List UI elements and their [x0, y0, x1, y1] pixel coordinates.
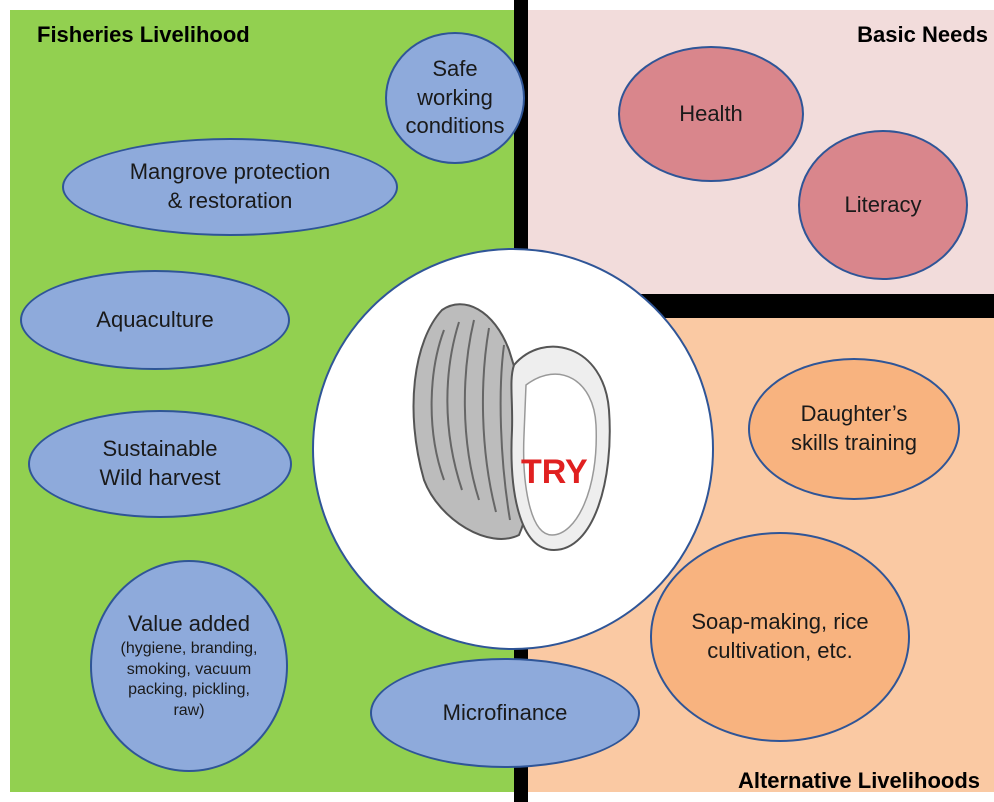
node-mangrove: Mangrove protection& restoration [62, 138, 398, 236]
basic-needs-title: Basic Needs [857, 22, 988, 47]
node-value-added: Value added (hygiene, branding, smoking,… [90, 560, 288, 772]
oyster-icon: TRY [412, 303, 611, 552]
node-health: Health [618, 46, 804, 182]
node-microfinance: Microfinance [370, 658, 640, 768]
try-logo-circle: TRY [312, 248, 714, 650]
fisheries-title: Fisheries Livelihood [37, 22, 250, 47]
node-literacy: Literacy [798, 130, 968, 280]
alternative-title: Alternative Livelihoods [737, 768, 980, 793]
node-aquaculture: Aquaculture [20, 270, 290, 370]
try-logo-text: TRY [521, 453, 588, 491]
